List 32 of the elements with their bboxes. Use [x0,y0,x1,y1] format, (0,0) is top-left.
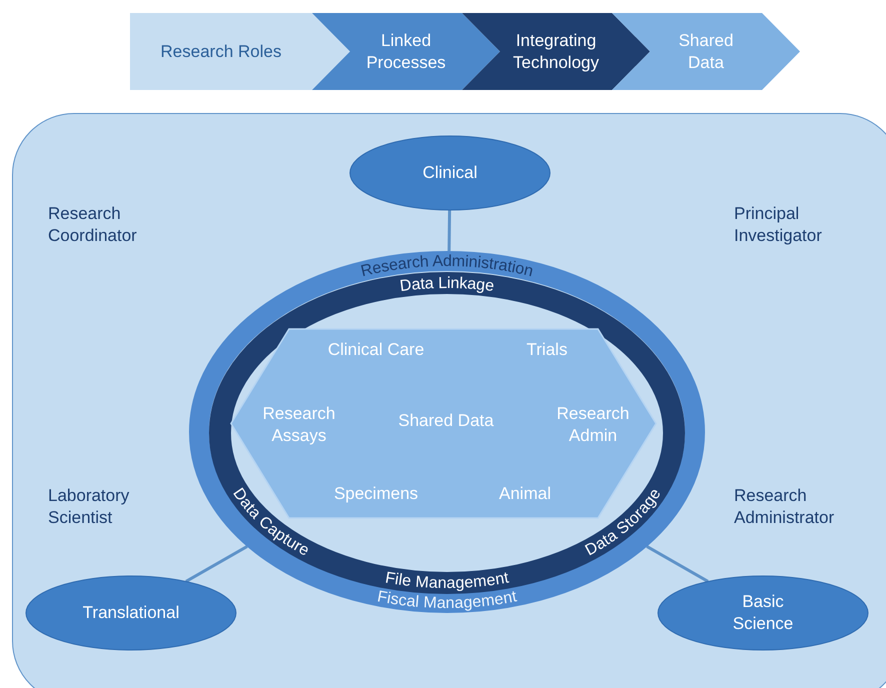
node-label: Research Administrator [734,485,836,529]
node-label: Linked Processes [365,30,447,74]
ellipse-node [350,136,550,210]
process-band-segment [312,13,500,90]
node-label: Research Admin [556,403,630,447]
rounded-panel [12,113,886,688]
connector-line [185,545,248,583]
process-band-segment [612,13,800,90]
connector-line [646,545,709,583]
node-label: Specimens [332,483,420,505]
ring-label: File Management [384,569,510,592]
process-band-segment [462,13,650,90]
node-label: Basic Science [732,591,794,635]
node-label: Trials [526,339,568,361]
connector-line [448,210,452,252]
node-label: Laboratory Scientist [48,485,130,529]
node-label: Translational [82,602,180,624]
node-label: Clinical [422,162,478,184]
ring-band [189,251,705,613]
node-label: Research Coordinator [48,203,138,247]
node-label: Integrating Technology [512,30,600,74]
node-label: Research Roles [160,40,282,62]
node-label: Clinical Care [326,339,426,361]
node-label: Principal Investigator [734,203,823,247]
process-band-segment [130,13,350,90]
node-label: Research Assays [262,403,336,447]
node-label: Shared Data [678,30,734,74]
ellipse-node [26,576,236,650]
node-label: Shared Data [397,410,495,432]
node-label: Animal [498,483,552,505]
ring-label: Data Linkage [398,274,496,295]
ellipse-node [658,576,868,650]
